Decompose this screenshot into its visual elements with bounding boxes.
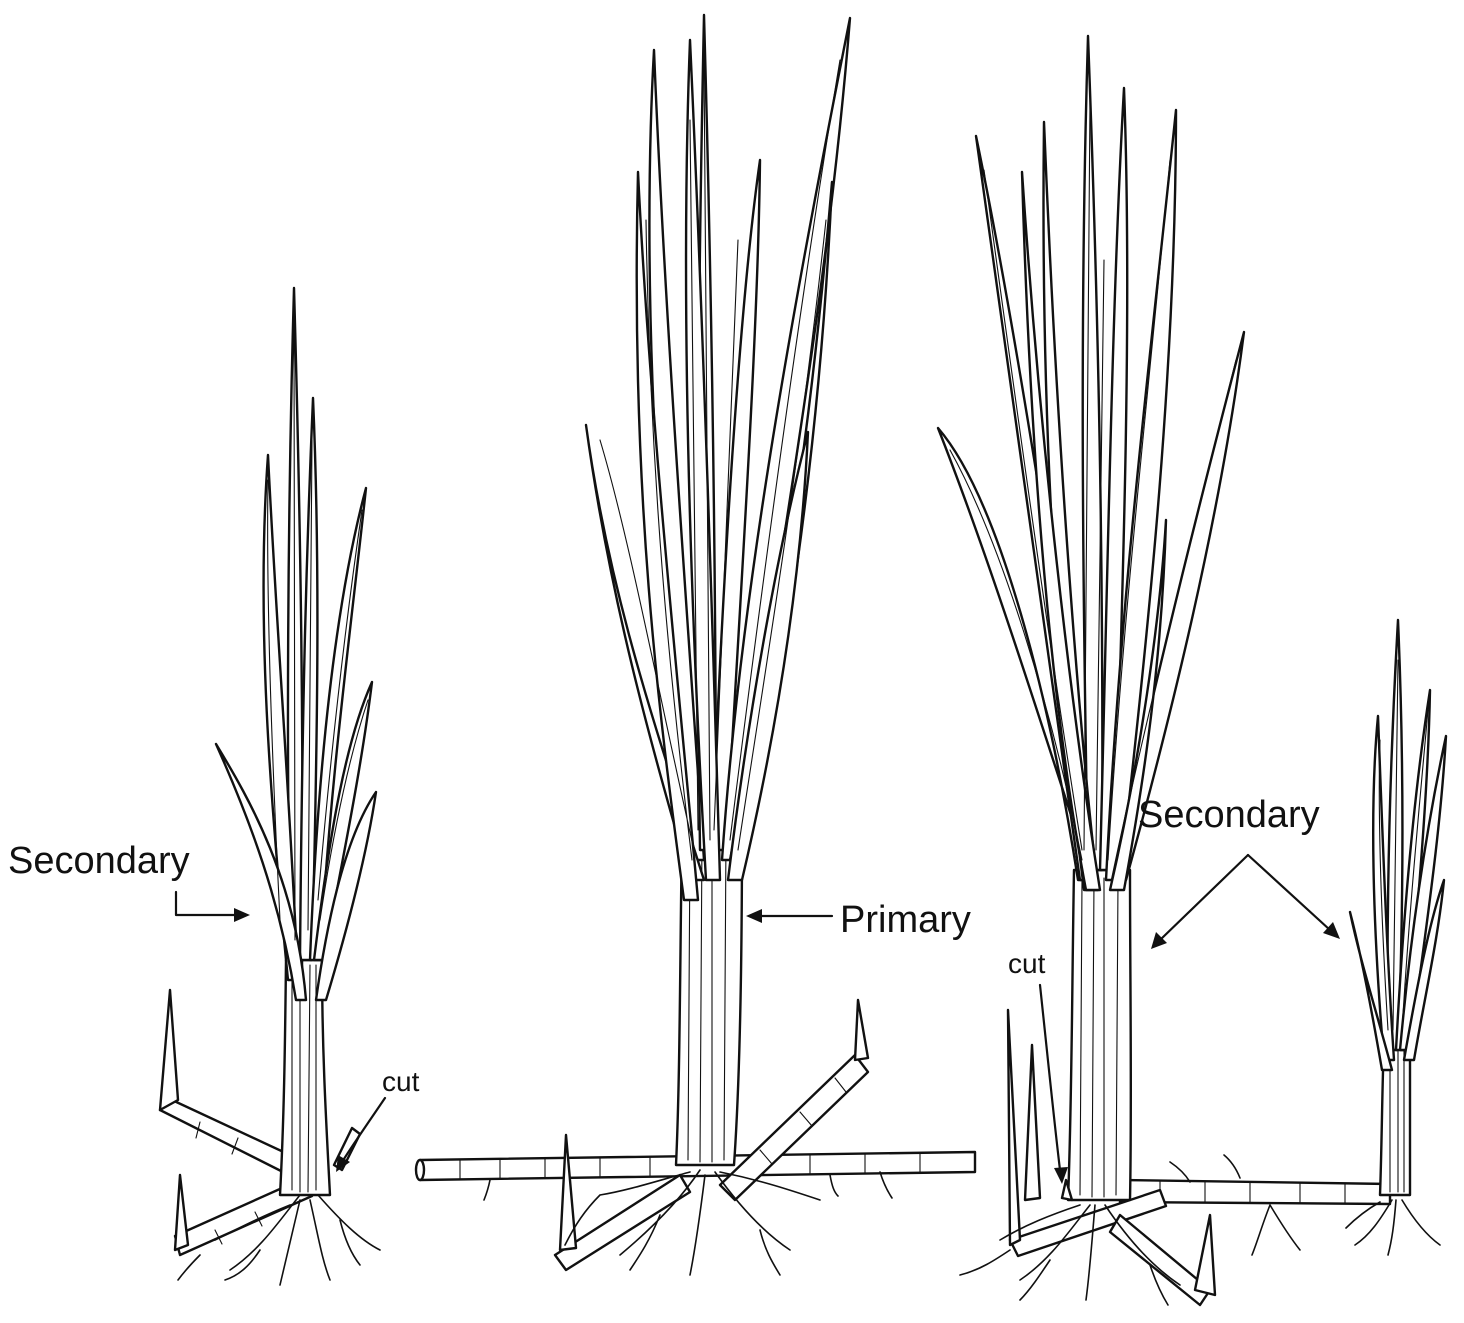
right-secondary-label: Secondary — [1138, 796, 1320, 834]
left-plant — [160, 288, 380, 1285]
center-roots — [484, 1170, 892, 1275]
left-leaves — [216, 288, 376, 1000]
right-cut-arrow — [1040, 985, 1068, 1184]
left-secondary-arrow — [176, 892, 250, 922]
small-right-roots — [1346, 1200, 1440, 1255]
center-primary-label: Primary — [840, 901, 971, 939]
right-secondary-arrows — [1151, 855, 1340, 949]
center-leaves — [586, 15, 850, 900]
center-primary-arrow — [746, 909, 832, 923]
right-stem — [1068, 870, 1131, 1200]
left-cut-arrow — [336, 1098, 385, 1172]
right-plant — [938, 36, 1390, 1305]
right-rhizome — [1008, 1010, 1390, 1305]
right-leaves — [938, 36, 1244, 890]
left-cut-label: cut — [382, 1068, 419, 1096]
left-secondary-label: Secondary — [8, 842, 190, 880]
small-right-plant — [1346, 620, 1446, 1255]
right-cut-label: cut — [1008, 950, 1045, 978]
center-plant — [416, 15, 975, 1275]
small-right-leaves — [1350, 620, 1446, 1070]
